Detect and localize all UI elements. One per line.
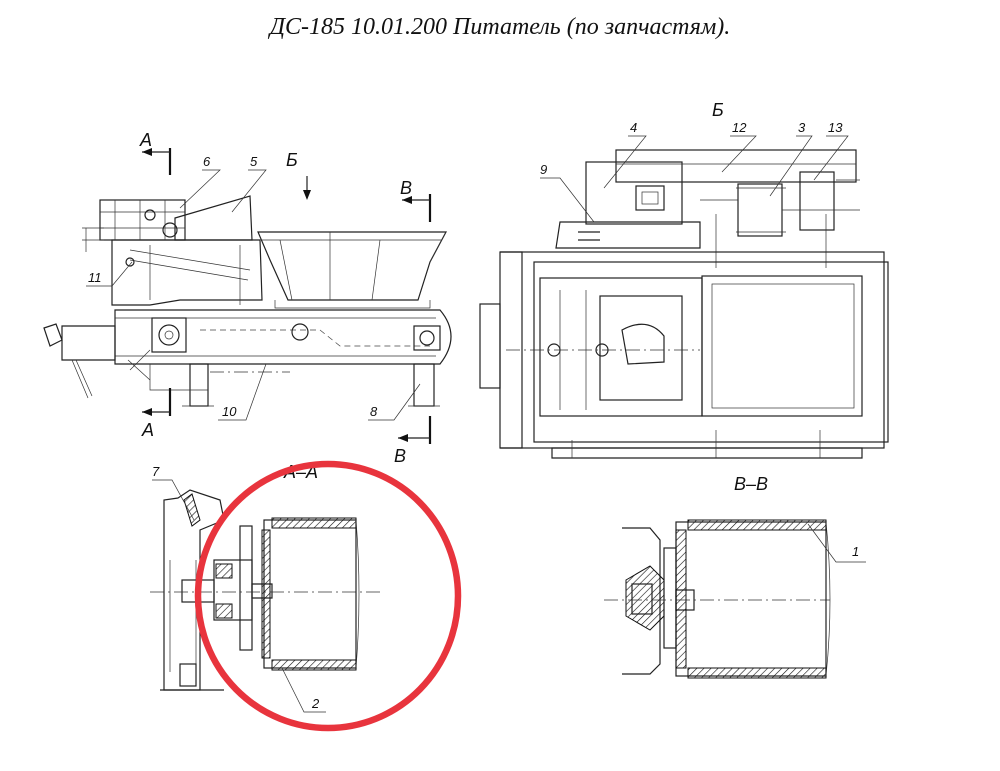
section-v-bottom-label: В (394, 446, 406, 466)
callout-7: 7 (152, 464, 160, 479)
callout-6: 6 (203, 154, 211, 169)
callout-4: 4 (630, 120, 637, 135)
view-b-callouts: 9 4 12 3 13 (540, 120, 849, 223)
drawing-title: ДС-185 10.01.200 Питатель (по запчастям)… (269, 14, 731, 40)
view-b-plan: Б (479, 100, 889, 459)
callout-12: 12 (732, 120, 747, 135)
view-b-label: Б (712, 100, 724, 120)
callout-13: 13 (828, 120, 843, 135)
highlight-circle (194, 460, 462, 732)
section-markers: А А Б В В (139, 130, 432, 466)
callout-9: 9 (540, 162, 547, 177)
callout-5: 5 (250, 154, 258, 169)
callout-10: 10 (222, 404, 237, 419)
section-vv: В–В 1 (604, 474, 866, 679)
side-view-callouts: 6 5 11 10 8 (86, 154, 421, 421)
section-v-top-label: В (400, 178, 412, 198)
callout-8: 8 (370, 404, 378, 419)
section-vv-label: В–В (734, 474, 768, 494)
callout-2: 2 (311, 696, 320, 711)
callout-11: 11 (88, 270, 102, 285)
side-view (43, 195, 452, 407)
section-b-top-label: Б (286, 150, 298, 170)
section-a-top-label: А (139, 130, 152, 150)
callout-1: 1 (852, 544, 859, 559)
section-a-bottom-label: А (141, 420, 154, 440)
callout-3: 3 (798, 120, 806, 135)
section-aa: А–А 7 2 (150, 462, 380, 713)
